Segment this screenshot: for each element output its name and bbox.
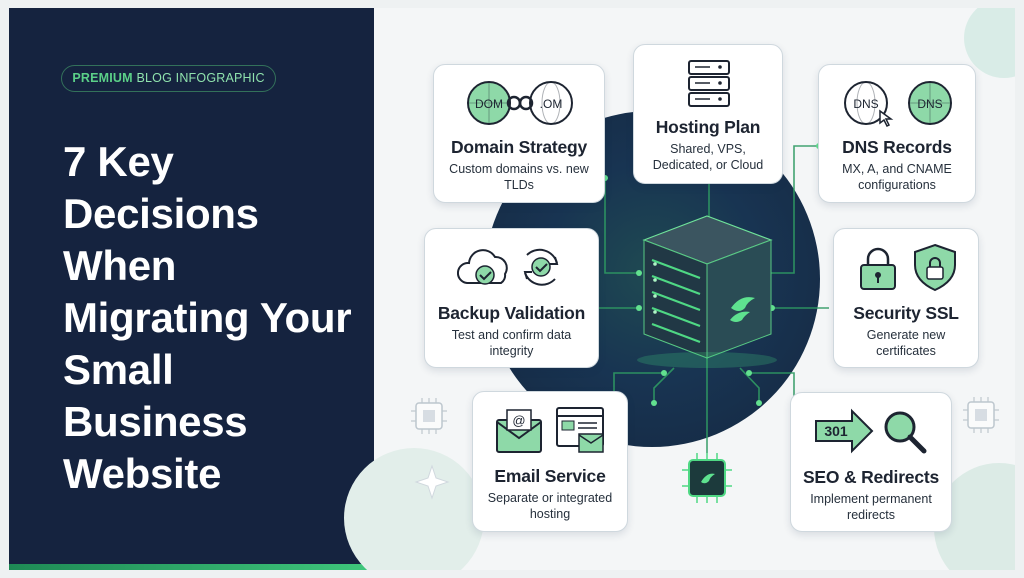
- chip-icon: [682, 453, 732, 503]
- card-seo-redirects: 301 SEO & Redirects Implement permanent …: [790, 392, 952, 532]
- sparkle-icon: [414, 464, 450, 500]
- mail-browser-icon: @: [496, 407, 604, 453]
- card-security-ssl: Security SSL Generate new certificates: [833, 228, 979, 368]
- card-title: SEO & Redirects: [802, 467, 940, 487]
- domain-icon-label-right: .OM: [540, 97, 563, 111]
- seo-icon-code: 301: [824, 423, 848, 439]
- headline: 7 Key Decisions When Migrating Your Smal…: [63, 138, 352, 497]
- card-title: DNS Records: [842, 137, 952, 157]
- chip-decor-right-icon: [963, 397, 999, 433]
- card-hosting-plan: Hosting Plan Shared, VPS, Dedicated, or …: [633, 44, 783, 184]
- card-desc: MX, A, and CNAME configurations: [842, 162, 952, 192]
- badge-rest: BLOG INFOGRAPHIC: [136, 71, 265, 85]
- chip-decor-left-icon: [411, 398, 447, 434]
- card-desc: Implement permanent redirects: [810, 492, 932, 522]
- redirect-search-icon: 301: [815, 408, 927, 454]
- card-title: Backup Validation: [437, 303, 586, 323]
- left-panel: PREMIUM BLOG INFOGRAPHIC 7 Key Decisions…: [9, 8, 374, 570]
- card-desc: Separate or integrated hosting: [487, 491, 613, 521]
- card-desc: Generate new certificates: [866, 328, 946, 358]
- infographic: PREMIUM BLOG INFOGRAPHIC 7 Key Decisions…: [9, 8, 1015, 570]
- svg-text:@: @: [512, 413, 525, 428]
- globe-link-icon: DOM .OM: [467, 81, 573, 125]
- card-desc: Custom domains vs. new TLDs: [449, 162, 589, 192]
- dns-icon-label-right: DNS: [917, 97, 942, 111]
- server-rack-icon: [688, 60, 730, 107]
- card-domain-strategy: DOM .OM Domain Strategy Custom domains v…: [433, 64, 605, 203]
- card-title: Security SSL: [853, 303, 959, 323]
- dns-globes-icon: DNS DNS: [844, 81, 952, 128]
- dns-icon-label-left: DNS: [853, 97, 878, 111]
- card-backup-validation: Backup Validation Test and confirm data …: [424, 228, 599, 368]
- lock-shield-icon: [860, 243, 956, 292]
- cloud-sync-check-icon: [457, 248, 559, 286]
- card-title: Domain Strategy: [450, 137, 588, 157]
- card-dns-records: DNS DNS DNS Records MX, A, and CNAME con…: [818, 64, 976, 203]
- card-title: Email Service: [494, 466, 606, 486]
- accent-strip: [9, 564, 374, 570]
- category-badge: PREMIUM BLOG INFOGRAPHIC: [61, 65, 276, 92]
- card-email-service: @ Email Service Separate or integrated h…: [472, 391, 628, 532]
- connector-lines: [411, 143, 999, 503]
- domain-icon-label-left: DOM: [475, 97, 503, 111]
- badge-strong: PREMIUM: [72, 71, 133, 85]
- server-cube-icon: [637, 215, 777, 368]
- decor-bubble-bottom-left: [344, 448, 484, 570]
- card-desc: Shared, VPS, Dedicated, or Cloud: [652, 142, 764, 172]
- diagram-area: DOM .OM Domain Strategy Custom domains v…: [344, 8, 1015, 570]
- card-title: Hosting Plan: [655, 117, 761, 137]
- card-desc: Test and confirm data integrity: [451, 328, 572, 358]
